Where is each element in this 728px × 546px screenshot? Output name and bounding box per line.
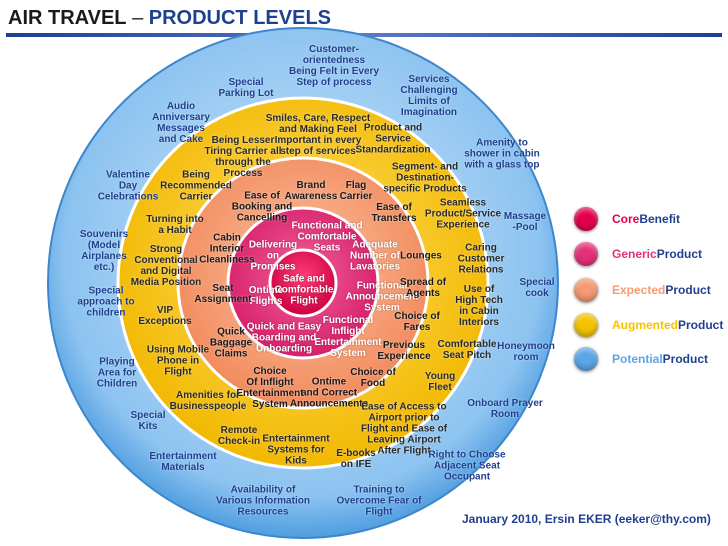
legend-text: CoreBenefit xyxy=(612,212,680,226)
legend-text-part-a: Generic xyxy=(612,247,657,261)
title-part-1: AIR TRAVEL xyxy=(8,7,127,29)
legend-text-part-a: Augmented xyxy=(612,318,678,332)
legend-text-part-b: Product xyxy=(656,247,703,261)
legend-dot-core-benefit xyxy=(574,207,598,231)
legend-item-potential-product: PotentialProduct xyxy=(574,344,724,374)
legend-item-core-benefit: CoreBenefit xyxy=(574,204,724,234)
legend-item-expected-product: ExpectedProduct xyxy=(574,275,724,305)
legend-dot-generic-product xyxy=(574,242,598,266)
legend-text: GenericProduct xyxy=(612,247,702,261)
legend-text-part-b: Product xyxy=(665,283,711,297)
legend-dot-potential-product xyxy=(574,347,598,371)
page-title: AIR TRAVEL – PRODUCT LEVELS xyxy=(8,6,331,30)
legend-text-part-a: Core xyxy=(612,212,640,226)
legend-text-part-b: Product xyxy=(678,318,724,332)
legend-text: ExpectedProduct xyxy=(612,283,711,297)
core-ring xyxy=(268,248,338,318)
title-part-2: PRODUCT LEVELS xyxy=(148,7,332,29)
legend-dot-expected-product xyxy=(574,278,598,302)
title-separator: – xyxy=(126,7,149,29)
legend-text-part-a: Expected xyxy=(612,283,666,297)
legend-text-part-b: Benefit xyxy=(639,212,681,226)
legend-text: PotentialProduct xyxy=(612,352,708,366)
author-credit: January 2010, Ersin EKER (eeker@thy.com) xyxy=(462,512,711,526)
potential-label: Massage-Pool xyxy=(503,211,547,233)
legend-dot-augmented-product xyxy=(574,313,598,337)
legend-text-part-a: Potential xyxy=(612,352,663,366)
legend-item-augmented-product: AugmentedProduct xyxy=(574,310,724,340)
legend-text: AugmentedProduct xyxy=(612,318,723,332)
legend-text-part-b: Product xyxy=(662,352,709,366)
expected-label: Lounges xyxy=(400,250,442,262)
legend-item-generic-product: GenericProduct xyxy=(574,239,724,269)
